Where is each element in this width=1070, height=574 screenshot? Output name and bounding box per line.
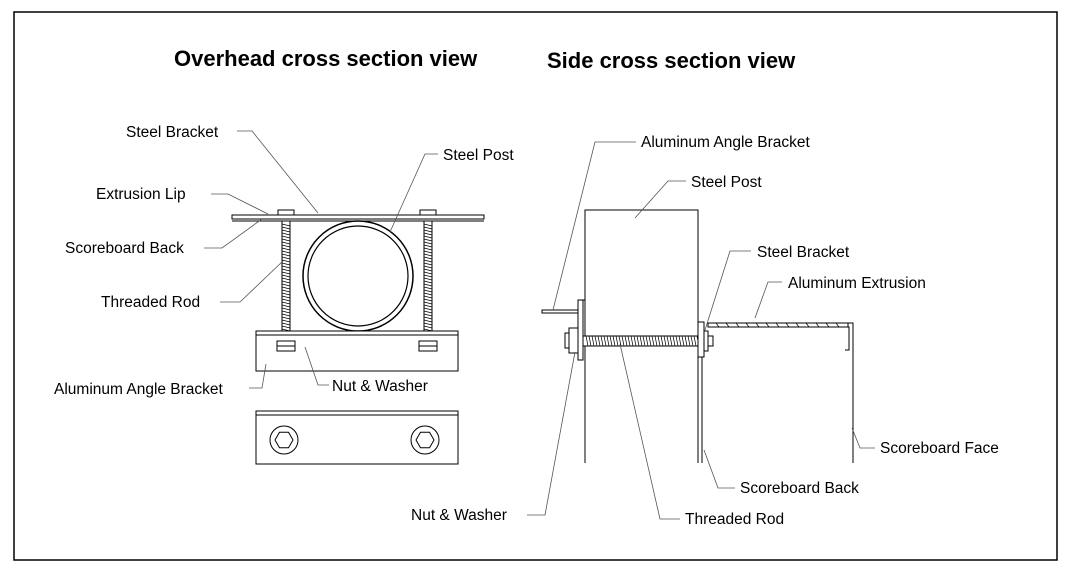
side-nut-left	[568, 327, 579, 354]
side-label-steel-post: Steel Post	[691, 174, 762, 191]
side-scoreboard-face-lip	[845, 326, 850, 351]
overhead-label-scoreboard-back: Scoreboard Back	[65, 240, 184, 257]
overhead-view: Steel Bracket Steel Post Extrusion Lip S…	[54, 124, 514, 465]
side-aluminum-extrusion-top	[707, 322, 849, 328]
side-label-aluminum-angle-bracket: Aluminum Angle Bracket	[641, 134, 811, 151]
overhead-rod-threads	[281, 223, 433, 332]
overhead-label-extrusion-lip: Extrusion Lip	[96, 186, 186, 203]
overhead-bolt-head-right	[410, 425, 440, 455]
overhead-angle-bracket-flange	[255, 330, 459, 336]
overhead-label-nut-washer: Nut & Washer	[332, 378, 428, 395]
side-steel-bracket	[697, 321, 705, 358]
side-label-scoreboard-face: Scoreboard Face	[880, 440, 999, 457]
side-nut-right-cap	[707, 335, 714, 347]
side-extrusion-ticks	[715, 322, 840, 328]
side-view-title: Side cross section view	[547, 48, 796, 73]
overhead-leader-lines	[204, 130, 438, 389]
side-leader-lines	[527, 141, 875, 520]
overhead-label-steel-bracket: Steel Bracket	[126, 124, 219, 141]
side-rod-threads	[585, 335, 706, 347]
overhead-view-title: Overhead cross section view	[174, 46, 478, 71]
drawing-border	[13, 11, 1058, 561]
overhead-label-threaded-rod: Threaded Rod	[101, 294, 200, 311]
overhead-steel-post-outer	[302, 220, 414, 332]
side-label-nut-washer: Nut & Washer	[411, 507, 507, 524]
side-angle-bracket-leg	[577, 299, 584, 361]
side-view: Aluminum Angle Bracket Steel Post Steel …	[411, 134, 999, 528]
side-scoreboard-face	[848, 322, 854, 463]
overhead-steel-post-inner	[307, 225, 409, 327]
overhead-bolt-head-left	[269, 425, 299, 455]
side-label-aluminum-extrusion: Aluminum Extrusion	[788, 275, 926, 292]
side-angle-bracket-flange	[541, 309, 579, 314]
side-label-threaded-rod: Threaded Rod	[685, 511, 784, 528]
side-nut-right	[703, 330, 709, 352]
overhead-angle-bracket-body	[255, 330, 459, 372]
overhead-top-washer-left	[277, 209, 295, 216]
side-label-steel-bracket: Steel Bracket	[757, 244, 850, 261]
side-label-scoreboard-back: Scoreboard Back	[740, 480, 859, 497]
overhead-label-aluminum-angle-bracket: Aluminum Angle Bracket	[54, 381, 224, 398]
side-nut-left-cap	[564, 332, 570, 349]
overhead-steel-bracket-plate	[231, 214, 485, 220]
overhead-label-steel-post: Steel Post	[443, 147, 514, 164]
overhead-top-washer-right	[419, 209, 437, 216]
